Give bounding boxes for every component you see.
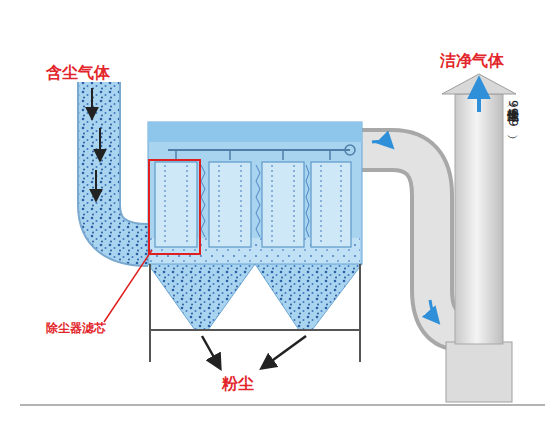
filter-highlight [149,160,200,254]
chimney-base [446,342,512,402]
part-name: 除尘器滤芯 [46,322,106,335]
inlet-pipe-edge [99,82,148,245]
ground-line [20,404,545,406]
blow-pipe [168,149,350,151]
clean-plenum [148,122,362,142]
inlet-label: 含尘气体 [46,64,110,82]
collector-housing [148,122,362,264]
outlet-duct [360,150,462,330]
dust-hopper [255,264,362,330]
outlet-duct-edge [360,150,462,330]
dust-hopper [148,264,255,330]
dust-label: 粉尘 [222,375,254,393]
support-frame [150,264,360,362]
filter-bags [155,162,351,247]
clean-gas-arrow [477,80,481,112]
efficiency-note: 干净气体（除尘达99.9） [506,100,519,127]
chimney [455,94,503,344]
leader-line [104,250,152,322]
inlet-pipe [99,82,148,245]
outlet-label: 洁净气体 [440,52,504,70]
